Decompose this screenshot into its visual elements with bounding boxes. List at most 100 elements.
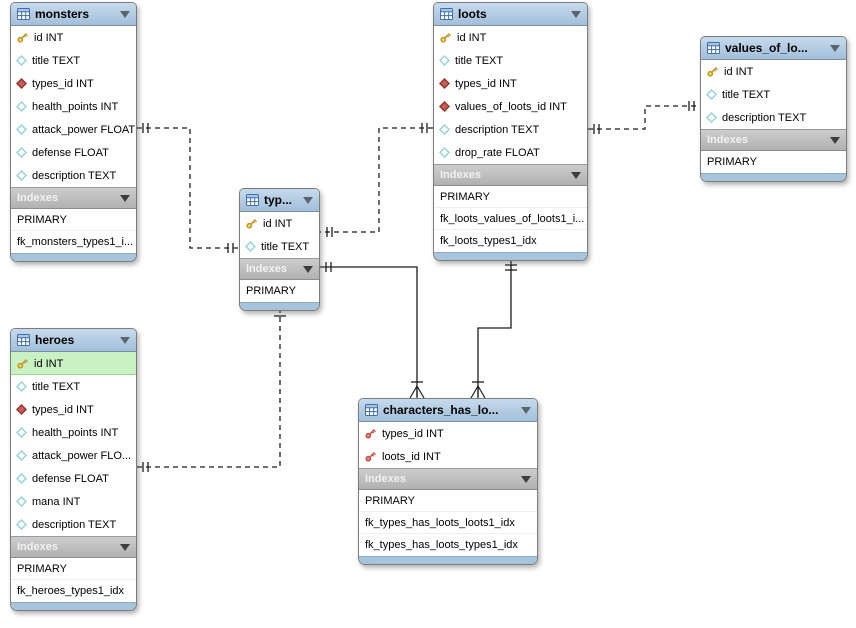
chevron-down-icon[interactable] <box>120 10 130 18</box>
chevron-down-icon[interactable] <box>521 475 531 483</box>
column-label: mana INT <box>32 495 81 508</box>
column-row[interactable]: types_id INT <box>434 72 587 95</box>
column-row[interactable]: title TEXT <box>701 83 846 106</box>
indexes-title: Indexes <box>246 263 287 275</box>
chevron-down-icon[interactable] <box>571 10 581 18</box>
column-label: description TEXT <box>32 518 117 531</box>
column-row[interactable]: attack_power FLOAT <box>11 118 136 141</box>
column-row[interactable]: title TEXT <box>11 375 136 398</box>
table-title: typ... <box>264 193 293 207</box>
column-row[interactable]: id INT <box>11 26 136 49</box>
index-row[interactable]: fk_monsters_types1_i... <box>11 231 136 253</box>
chevron-down-icon[interactable] <box>830 44 840 52</box>
column-row[interactable]: loots_id INT <box>359 445 537 468</box>
column-row[interactable]: values_of_loots_id INT <box>434 95 587 118</box>
chevron-down-icon[interactable] <box>830 136 840 144</box>
column-row[interactable]: types_id INT <box>11 398 136 421</box>
column-row[interactable]: defense FLOAT <box>11 467 136 490</box>
column-row[interactable]: id INT <box>240 212 319 235</box>
table-title: loots <box>458 7 487 21</box>
column-row[interactable]: title TEXT <box>11 49 136 72</box>
indexes-header[interactable]: Indexes <box>11 187 136 209</box>
chevron-down-icon[interactable] <box>120 543 130 551</box>
column-row[interactable]: health_points INT <box>11 95 136 118</box>
index-row[interactable]: PRIMARY <box>701 151 846 173</box>
column-label: attack_power FLOAT <box>32 123 136 136</box>
relationship-loots-characters-has-loots[interactable] <box>470 259 517 399</box>
index-label: fk_types_has_loots_loots1_idx <box>365 516 515 529</box>
table-header[interactable]: typ... <box>240 189 319 212</box>
column-row[interactable]: types_id INT <box>359 422 537 445</box>
indexes-header[interactable]: Indexes <box>434 164 587 186</box>
indexes-section: PRIMARY <box>240 280 319 302</box>
table-header[interactable]: values_of_lo... <box>701 37 846 60</box>
indexes-header[interactable]: Indexes <box>701 129 846 151</box>
column-row[interactable]: mana INT <box>11 490 136 513</box>
column-row[interactable]: description TEXT <box>11 164 136 187</box>
relationship-monsters-types[interactable] <box>137 123 239 253</box>
index-label: PRIMARY <box>246 285 296 297</box>
relationship-loots-types[interactable] <box>320 123 433 237</box>
column-row[interactable]: description TEXT <box>11 513 136 536</box>
column-label: health_points INT <box>32 426 119 439</box>
column-row[interactable]: id INT <box>11 352 136 375</box>
indexes-header[interactable]: Indexes <box>240 258 319 280</box>
chevron-down-icon[interactable] <box>120 336 130 344</box>
chevron-down-icon[interactable] <box>521 406 531 414</box>
chevron-down-icon[interactable] <box>303 196 313 204</box>
chevron-down-icon[interactable] <box>571 171 581 179</box>
table-header[interactable]: characters_has_lo... <box>359 399 537 422</box>
indexes-header[interactable]: Indexes <box>11 536 136 558</box>
table-icon <box>440 8 453 20</box>
index-row[interactable]: PRIMARY <box>240 280 319 302</box>
column-icon <box>16 170 27 181</box>
column-label: types_id INT <box>455 77 517 90</box>
index-row[interactable]: fk_loots_types1_idx <box>434 230 587 252</box>
column-label: drop_rate FLOAT <box>455 146 540 159</box>
relationship-types-characters-has-loots[interactable] <box>320 262 425 399</box>
column-label: id INT <box>34 31 64 44</box>
column-row[interactable]: drop_rate FLOAT <box>434 141 587 164</box>
column-row[interactable]: title TEXT <box>434 49 587 72</box>
column-row[interactable]: attack_power FLO... <box>11 444 136 467</box>
table-header[interactable]: heroes <box>11 329 136 352</box>
index-row[interactable]: fk_loots_values_of_loots1_i... <box>434 208 587 230</box>
index-row[interactable]: fk_types_has_loots_types1_idx <box>359 534 537 556</box>
index-label: PRIMARY <box>365 494 415 507</box>
relationship-heroes-types[interactable] <box>137 309 286 472</box>
primary-foreign-key-icon <box>364 427 377 440</box>
index-row[interactable]: PRIMARY <box>11 209 136 231</box>
index-row[interactable]: PRIMARY <box>434 186 587 208</box>
column-row[interactable]: defense FLOAT <box>11 141 136 164</box>
table-header[interactable]: monsters <box>11 3 136 26</box>
index-row[interactable]: PRIMARY <box>359 490 537 512</box>
indexes-header[interactable]: Indexes <box>359 468 537 490</box>
table-header[interactable]: loots <box>434 3 587 26</box>
column-row[interactable]: id INT <box>434 26 587 49</box>
index-row[interactable]: fk_types_has_loots_loots1_idx <box>359 512 537 534</box>
column-row[interactable]: health_points INT <box>11 421 136 444</box>
table-title: heroes <box>35 333 75 347</box>
index-row[interactable]: PRIMARY <box>11 558 136 580</box>
chevron-down-icon[interactable] <box>303 265 313 273</box>
column-label: title TEXT <box>455 54 504 67</box>
table-footer <box>434 252 587 260</box>
relationship-loots-values-of-loots[interactable] <box>588 101 700 134</box>
table-loots[interactable]: loots id INT title TEXT types_id INT values_… <box>433 2 588 261</box>
column-row[interactable]: id INT <box>701 60 846 83</box>
column-row[interactable]: types_id INT <box>11 72 136 95</box>
column-row[interactable]: description TEXT <box>434 118 587 141</box>
column-row[interactable]: description TEXT <box>701 106 846 129</box>
column-label: id INT <box>263 217 293 230</box>
chevron-down-icon[interactable] <box>120 194 130 202</box>
index-row[interactable]: fk_heroes_types1_idx <box>11 580 136 602</box>
column-row[interactable]: title TEXT <box>240 235 319 258</box>
